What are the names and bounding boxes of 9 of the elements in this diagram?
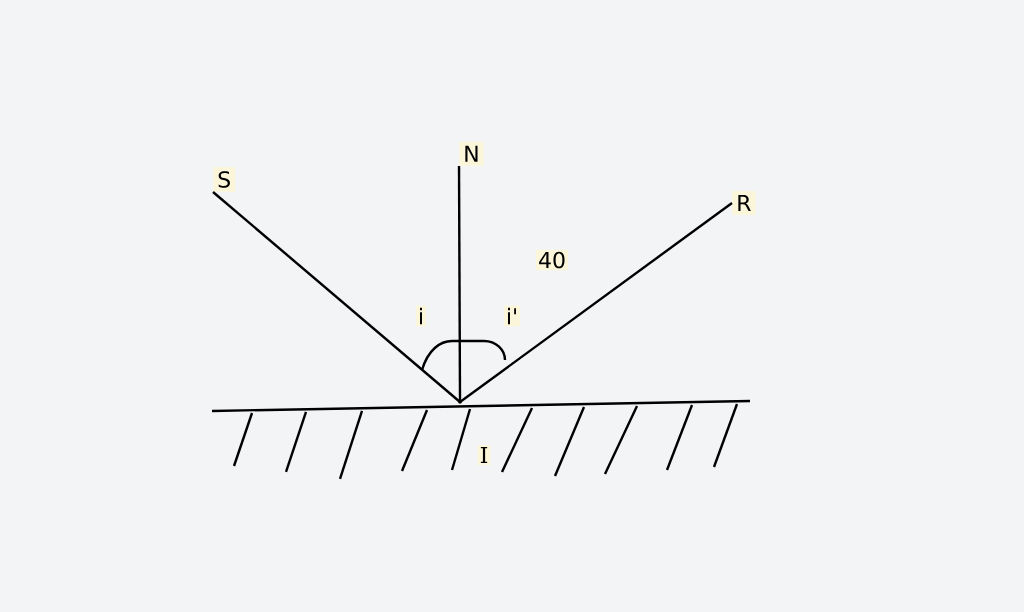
light-ray — [459, 202, 733, 403]
light-ray — [212, 191, 461, 403]
point-label: S — [213, 167, 236, 192]
angle-value: 40 — [536, 249, 568, 271]
angle-label: i — [415, 305, 427, 327]
incidence-point — [458, 400, 462, 404]
point-label: R — [732, 191, 756, 215]
point-label: N — [459, 141, 484, 166]
light-ray — [457, 166, 462, 402]
